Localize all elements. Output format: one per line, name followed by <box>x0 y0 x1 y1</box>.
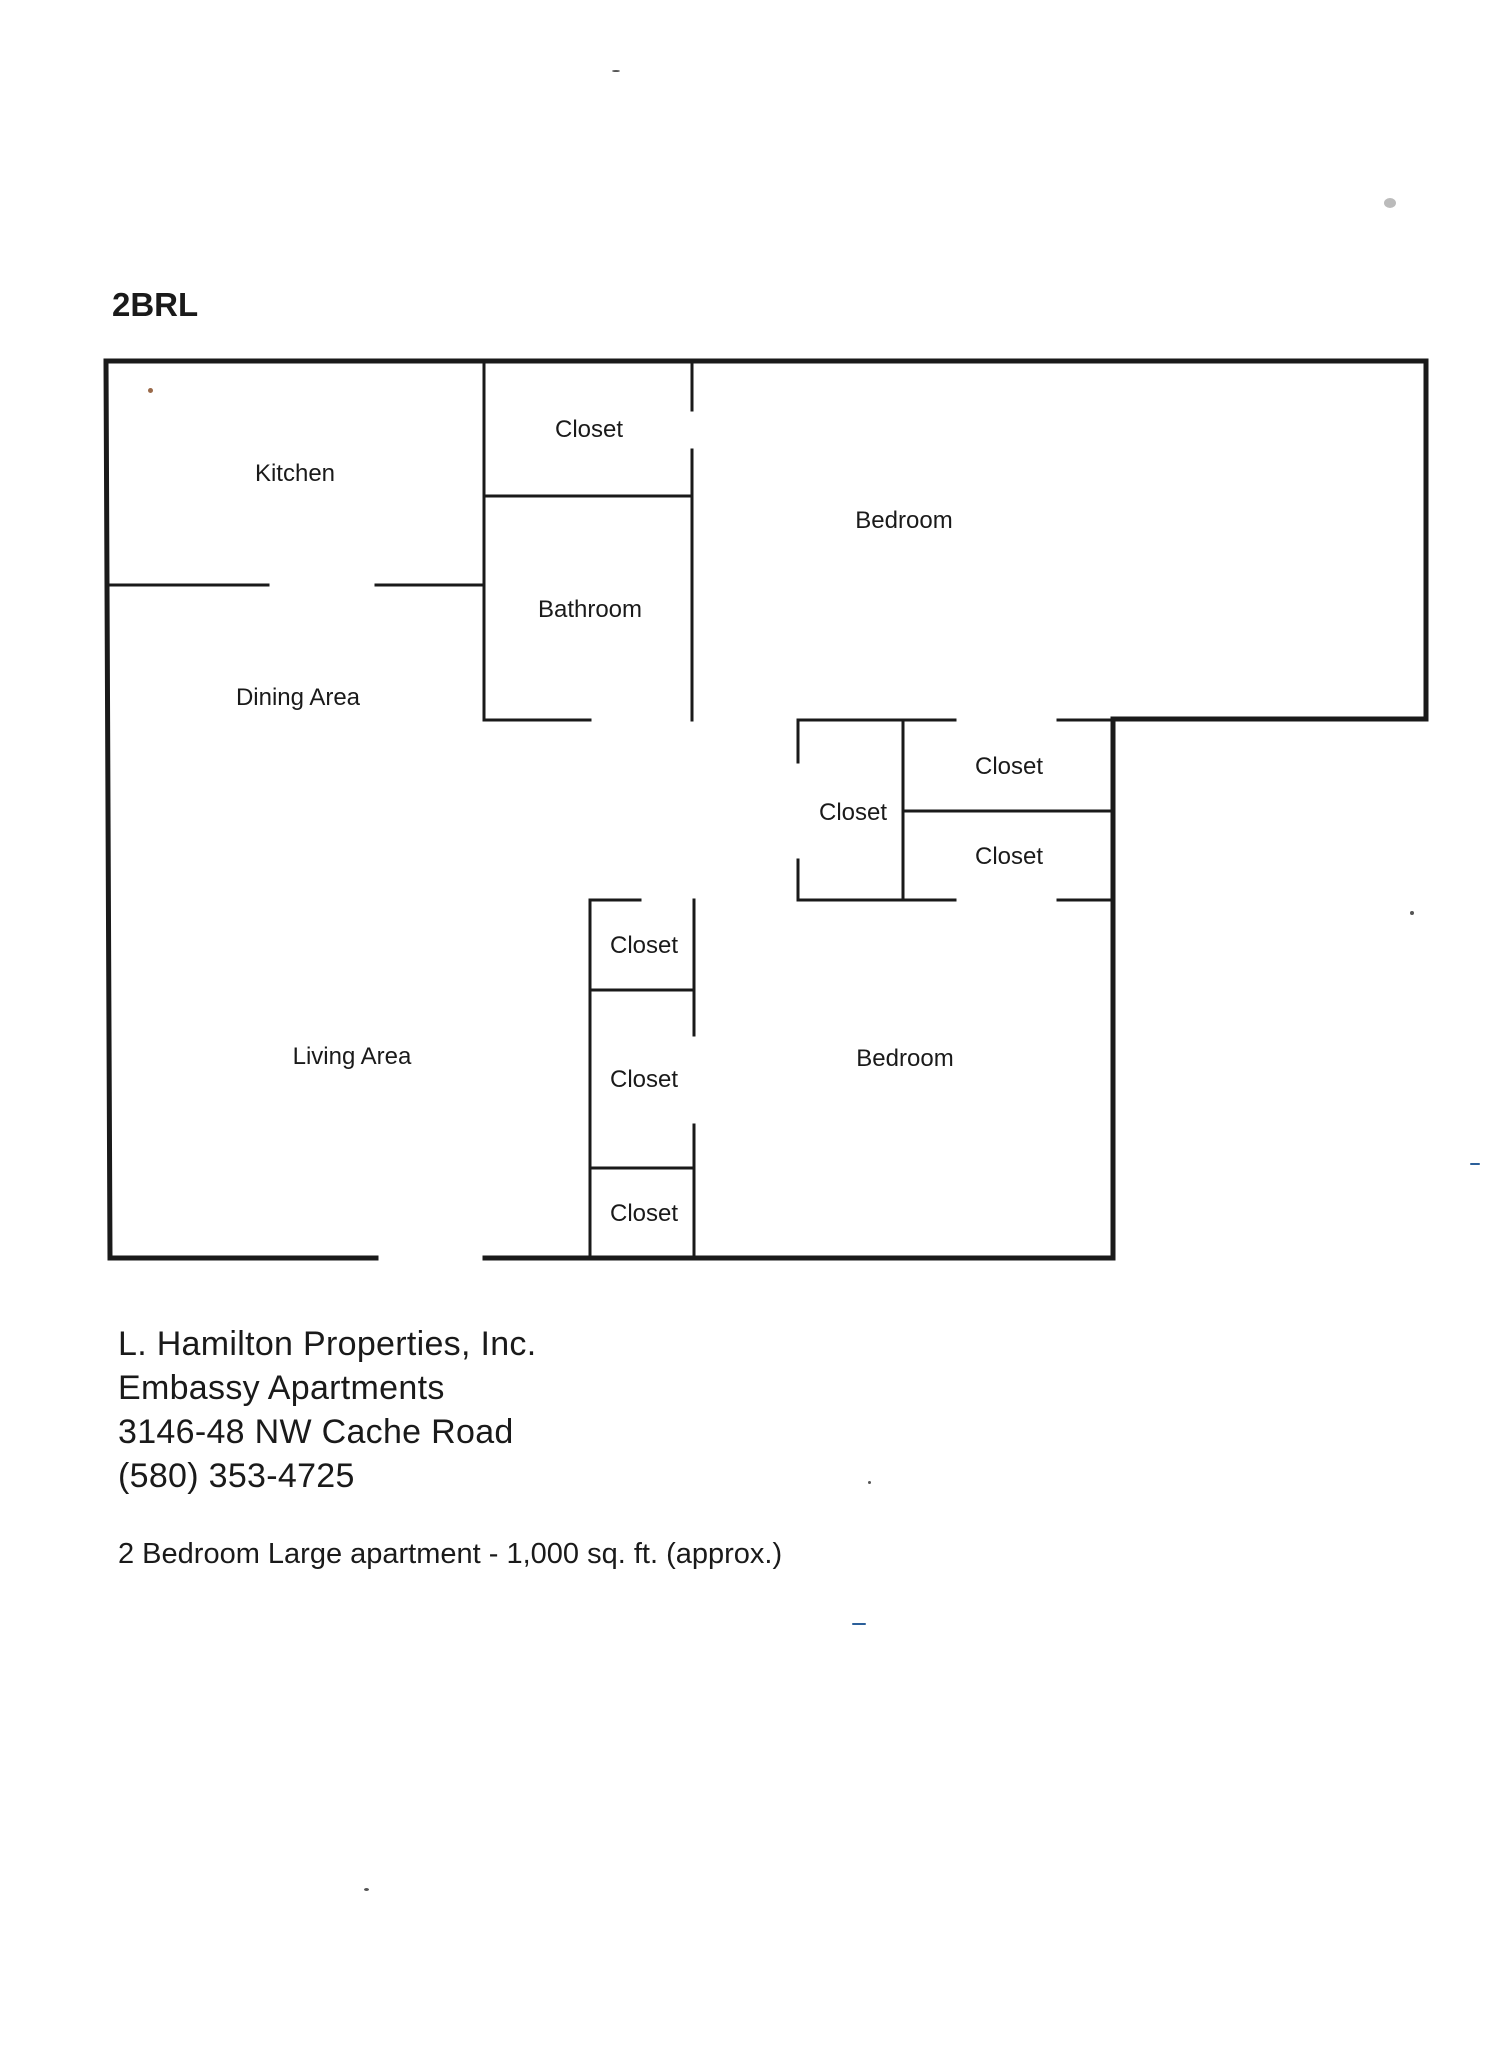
scan-speck <box>1410 911 1414 915</box>
scan-speck <box>852 1623 866 1625</box>
scan-speck <box>364 1888 369 1891</box>
closet-hall-3-label: Closet <box>610 1200 678 1227</box>
closet-top-label: Closet <box>555 416 623 443</box>
closet-hall-1-label: Closet <box>610 932 678 959</box>
outer-walls <box>103 358 1429 1261</box>
interior-walls <box>106 361 1115 1260</box>
company-info: L. Hamilton Properties, Inc. Embassy Apa… <box>118 1322 536 1498</box>
living-area-label: Living Area <box>293 1043 412 1070</box>
company-name: L. Hamilton Properties, Inc. <box>118 1325 537 1363</box>
scan-speck <box>148 388 153 393</box>
scan-speck <box>612 70 620 72</box>
closet-mid-left-label: Closet <box>819 799 887 826</box>
closet-mid-right-top-label: Closet <box>975 753 1043 780</box>
room-labels: Kitchen Closet Bathroom Bedroom Dining A… <box>236 416 1043 1227</box>
property-address: 3146-48 NW Cache Road <box>118 1413 514 1451</box>
plan-code: 2BRL <box>112 286 199 323</box>
dining-area-label: Dining Area <box>236 684 361 711</box>
bedroom-2-label: Bedroom <box>856 1045 953 1072</box>
property-name: Embassy Apartments <box>118 1369 445 1407</box>
closet-hall-2-label: Closet <box>610 1066 678 1093</box>
bedroom-1-label: Bedroom <box>855 507 952 534</box>
scan-speck <box>1470 1163 1480 1165</box>
scan-speck <box>868 1481 871 1484</box>
property-phone: (580) 353-4725 <box>118 1457 355 1495</box>
kitchen-label: Kitchen <box>255 460 335 487</box>
bathroom-label: Bathroom <box>538 596 642 623</box>
closet-mid-right-bottom-label: Closet <box>975 843 1043 870</box>
apartment-description: 2 Bedroom Large apartment - 1,000 sq. ft… <box>118 1538 783 1570</box>
scan-speck <box>1384 198 1396 208</box>
